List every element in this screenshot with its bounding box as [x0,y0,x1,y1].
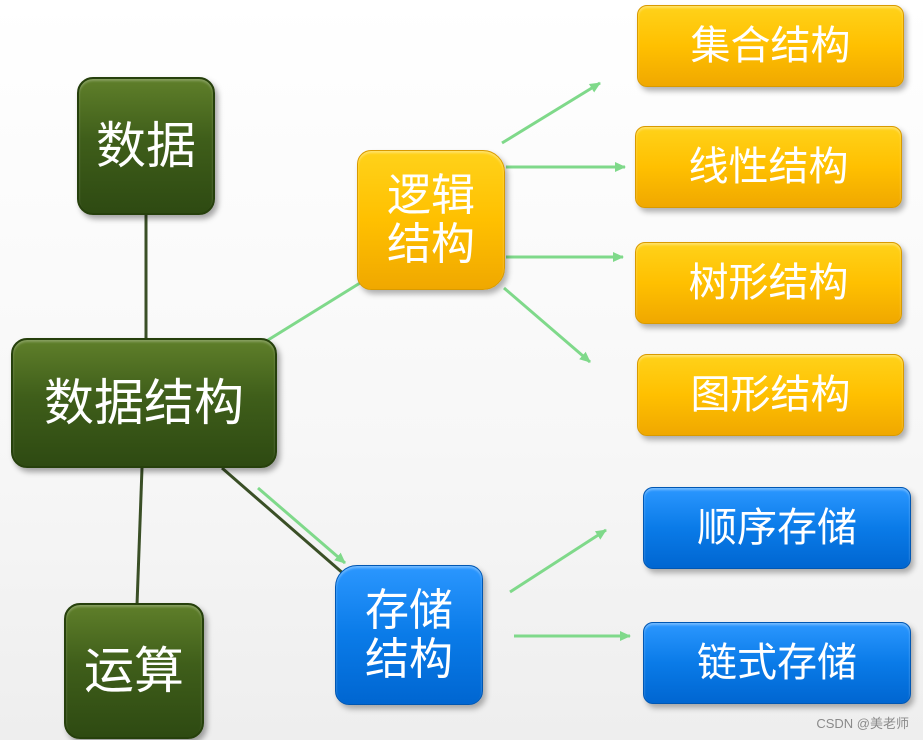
arrow-to-sequential-storage [509,528,607,594]
node-storage-structure: 存储 结构 [335,565,483,705]
line-root-to-logical [267,281,361,342]
node-linear-structure: 线性结构 [635,126,902,208]
arrow-to-set-structure [501,81,601,145]
line-root-to-storage [221,466,346,577]
node-data: 数据 [77,77,215,215]
node-root-data-structure: 数据结构 [11,338,277,468]
watermark: CSDN @美老师 [816,716,909,731]
line-root-to-ops [135,467,144,606]
arrow-root-to-storage [257,486,346,565]
arrow-to-graph-structure [503,286,591,364]
node-graph-structure: 图形结构 [637,354,904,436]
node-set-structure: 集合结构 [637,5,904,87]
node-linked-storage: 链式存储 [643,622,911,704]
node-sequential-storage: 顺序存储 [643,487,911,569]
node-tree-structure: 树形结构 [635,242,902,324]
node-logical-structure: 逻辑 结构 [357,150,505,290]
node-operations: 运算 [64,603,204,739]
